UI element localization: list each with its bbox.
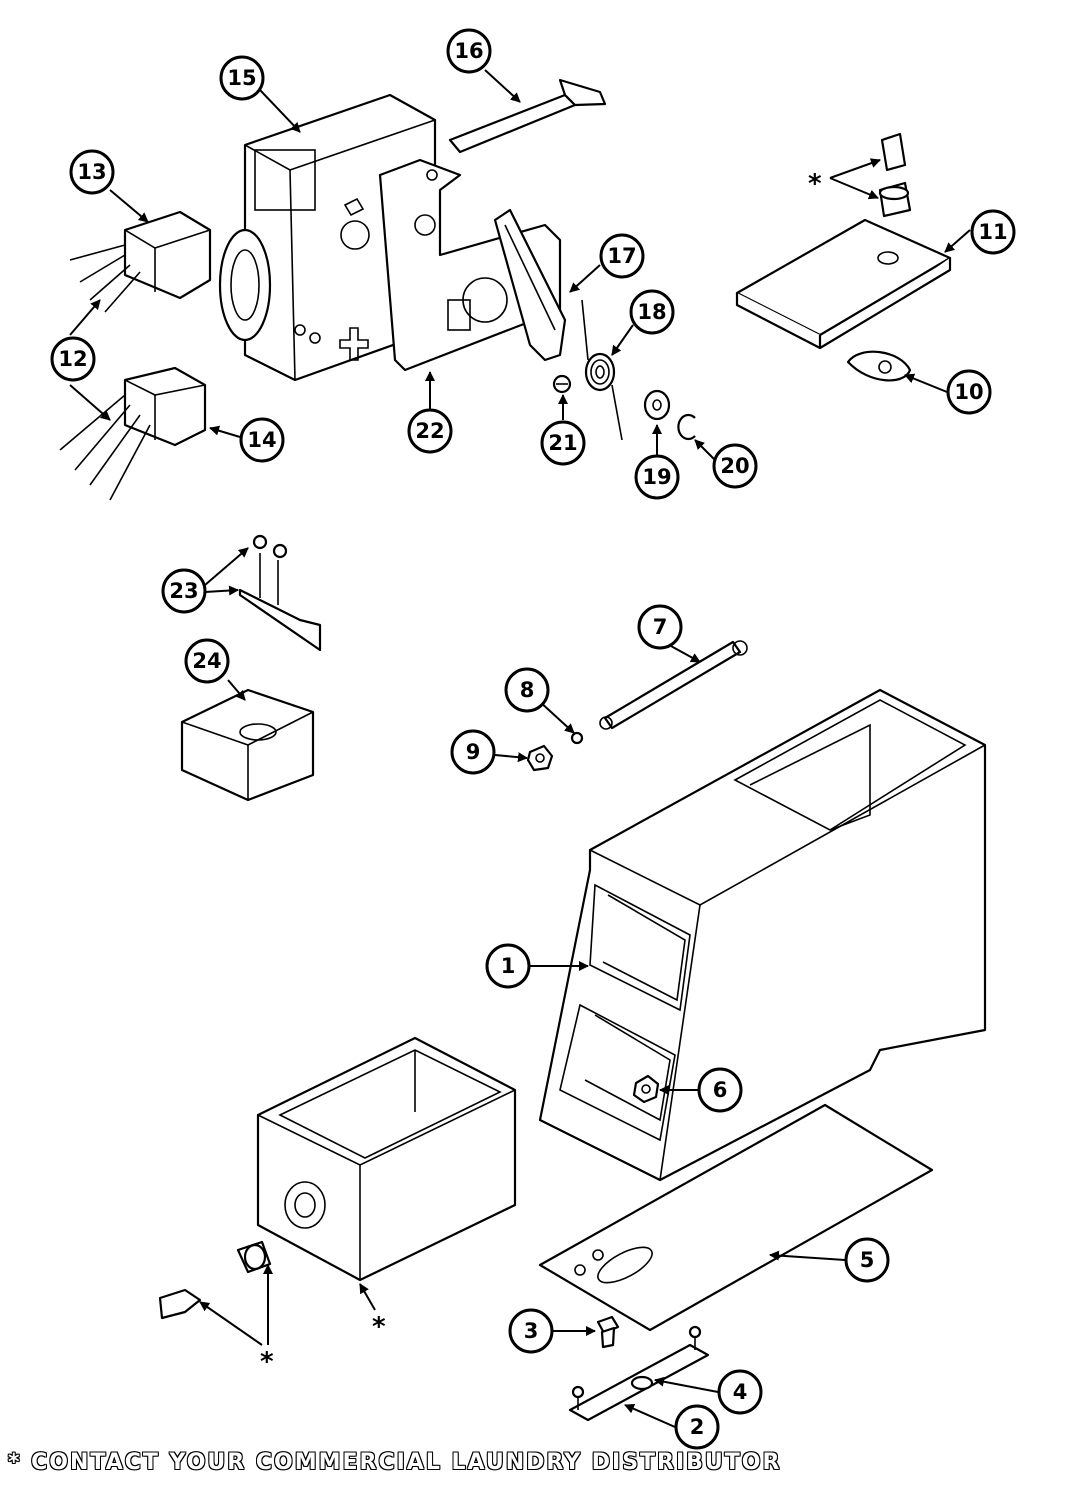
callout-19: 19 bbox=[634, 454, 680, 500]
svg-text:20: 20 bbox=[720, 454, 749, 478]
asterisk-lock-bottom: * bbox=[260, 1347, 274, 1377]
svg-text:7: 7 bbox=[653, 615, 668, 639]
part-7-rod bbox=[599, 640, 748, 730]
callout-20: 20 bbox=[712, 443, 758, 489]
part-6-nut bbox=[632, 1074, 660, 1104]
lock-and-key-top bbox=[878, 132, 912, 218]
lock-and-key-bottom bbox=[158, 1240, 272, 1320]
svg-text:9: 9 bbox=[466, 740, 481, 764]
callout-14: 14 bbox=[239, 417, 285, 463]
svg-text:6: 6 bbox=[713, 1078, 728, 1102]
callout-9: 9 bbox=[450, 729, 496, 775]
callout-2: 2 bbox=[674, 1404, 720, 1450]
part-14-connector bbox=[59, 366, 207, 501]
svg-text:16: 16 bbox=[454, 39, 483, 63]
part-21-screw bbox=[552, 374, 572, 394]
leader-lines bbox=[69, 69, 971, 1428]
svg-text:22: 22 bbox=[415, 419, 444, 443]
part-17-lever bbox=[493, 208, 567, 362]
svg-text:17: 17 bbox=[607, 244, 636, 268]
callout-6: 6 bbox=[697, 1067, 743, 1113]
svg-text:5: 5 bbox=[860, 1248, 875, 1272]
asterisk-cash-box: * bbox=[372, 1312, 386, 1342]
callout-18: 18 bbox=[629, 289, 675, 335]
svg-text:8: 8 bbox=[520, 678, 535, 702]
callout-12: 12 bbox=[50, 336, 96, 382]
part-23-bracket bbox=[238, 534, 322, 652]
callout-17: 17 bbox=[599, 233, 645, 279]
part-13-connector bbox=[69, 210, 212, 313]
svg-text:3: 3 bbox=[524, 1319, 539, 1343]
svg-text:14: 14 bbox=[247, 428, 276, 452]
callout-11: 11 bbox=[970, 209, 1016, 255]
svg-text:11: 11 bbox=[978, 220, 1007, 244]
asterisk-top-right: * bbox=[808, 169, 822, 199]
callout-16: 16 bbox=[446, 28, 492, 74]
part-16-rod bbox=[448, 78, 607, 154]
svg-text:13: 13 bbox=[77, 160, 106, 184]
callout-5: 5 bbox=[844, 1237, 890, 1283]
callout-4: 4 bbox=[717, 1369, 763, 1415]
svg-text:12: 12 bbox=[58, 347, 87, 371]
svg-text:21: 21 bbox=[548, 431, 577, 455]
svg-text:19: 19 bbox=[642, 465, 671, 489]
callout-3: 3 bbox=[508, 1308, 554, 1354]
callout-15: 15 bbox=[219, 55, 265, 101]
part-2-strap bbox=[568, 1325, 710, 1422]
part-4-washer bbox=[630, 1375, 654, 1391]
svg-text:18: 18 bbox=[637, 300, 666, 324]
svg-text:10: 10 bbox=[954, 380, 983, 404]
callout-24: 24 bbox=[184, 638, 230, 684]
svg-text:24: 24 bbox=[192, 649, 221, 673]
part-3-bolt bbox=[596, 1315, 620, 1349]
callout-13: 13 bbox=[69, 149, 115, 195]
svg-text:23: 23 bbox=[169, 579, 198, 603]
svg-text:4: 4 bbox=[733, 1380, 748, 1404]
svg-text:1: 1 bbox=[501, 954, 516, 978]
callout-8: 8 bbox=[504, 667, 550, 713]
part-11-plate bbox=[735, 218, 952, 350]
part-1-housing bbox=[538, 688, 987, 1182]
part-24-tray bbox=[180, 688, 315, 802]
callout-10: 10 bbox=[946, 369, 992, 415]
part-15-timer-module bbox=[218, 93, 437, 382]
svg-text:2: 2 bbox=[690, 1415, 705, 1439]
part-5-base-plate bbox=[538, 1103, 934, 1332]
part-8-washer bbox=[570, 731, 584, 745]
callout-22: 22 bbox=[407, 408, 453, 454]
footer-note: * CONTACT YOUR COMMERCIAL LAUNDRY DISTRI… bbox=[8, 1450, 782, 1475]
part-18-spring bbox=[581, 299, 623, 441]
part-19-washer bbox=[643, 389, 671, 421]
part-9-nut bbox=[526, 744, 554, 772]
callout-23: 23 bbox=[161, 568, 207, 614]
callout-21: 21 bbox=[540, 420, 586, 466]
callout-1: 1 bbox=[485, 943, 531, 989]
cash-box bbox=[256, 1036, 517, 1282]
part-10-cam bbox=[846, 350, 912, 382]
part-20-clip bbox=[677, 413, 696, 441]
svg-text:15: 15 bbox=[227, 66, 256, 90]
part-22-bracket bbox=[340, 158, 562, 372]
callout-7: 7 bbox=[637, 604, 683, 650]
